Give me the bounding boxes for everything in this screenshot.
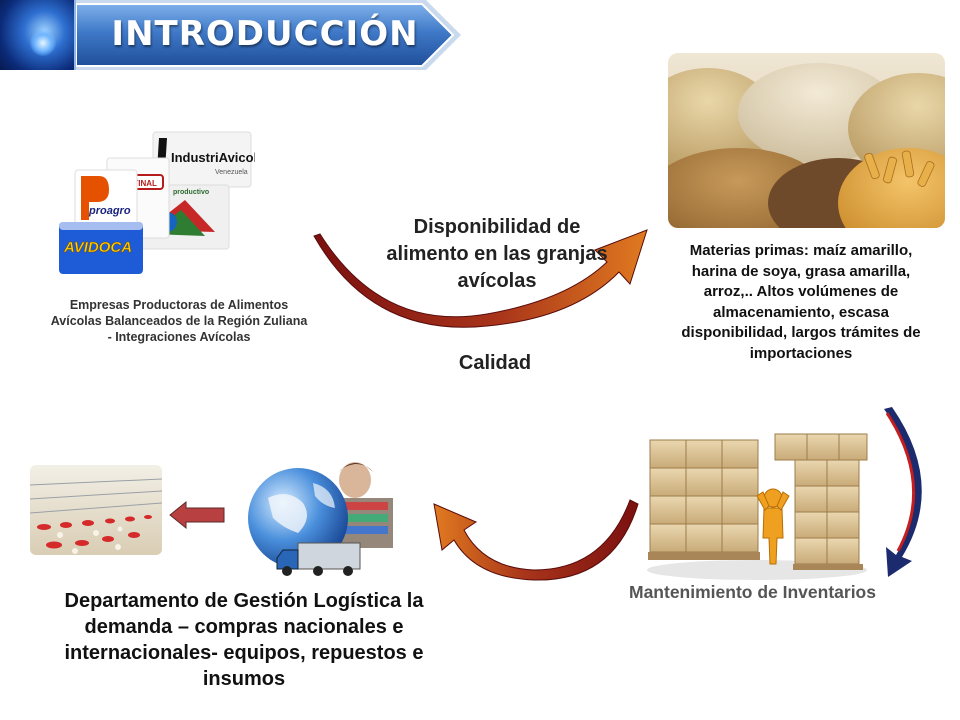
person-icon — [339, 462, 371, 498]
logo-avidoca: AVIDOCA — [63, 239, 132, 256]
worried-person-icon — [756, 488, 790, 565]
left-arrow-icon — [169, 500, 225, 530]
warehouse-inventory-photo — [647, 433, 868, 580]
availability-text: Disponibilidad de alimento en las granja… — [386, 216, 608, 292]
companies-caption: Empresas Productoras de Alimentos Avícol… — [50, 298, 308, 344]
top-curved-arrow-icon — [313, 229, 648, 328]
logistics-globe-collage — [248, 462, 393, 576]
logo-industriavicola: IndustriAvicola — [171, 150, 255, 165]
poultry-farm-photo — [30, 465, 162, 555]
corner-globe-icon — [0, 0, 77, 70]
right-curved-arrow-icon — [884, 407, 922, 577]
logo-venezuela: Venezuela — [215, 169, 248, 176]
logo-proagro: proagro — [88, 205, 131, 217]
bottom-curved-arrow-icon — [433, 499, 639, 581]
company-logos-collage: IndustriAvicola Venezuela productivo PRO… — [59, 131, 255, 274]
logistics-text: Departamento de Gestión Logística la dem… — [64, 590, 424, 690]
truck-icon — [276, 542, 361, 576]
quality-text: Calidad — [458, 352, 532, 374]
raw-materials-photo — [668, 53, 945, 228]
page-title: INTRODUCCIÓN — [111, 14, 419, 54]
inventory-label: Mantenimiento de Inventarios — [629, 582, 876, 602]
raw-materials-text: Materias primas: maíz amarillo, harina d… — [681, 242, 921, 362]
title-banner — [76, 0, 461, 70]
logo-productivo: productivo — [173, 189, 209, 196]
